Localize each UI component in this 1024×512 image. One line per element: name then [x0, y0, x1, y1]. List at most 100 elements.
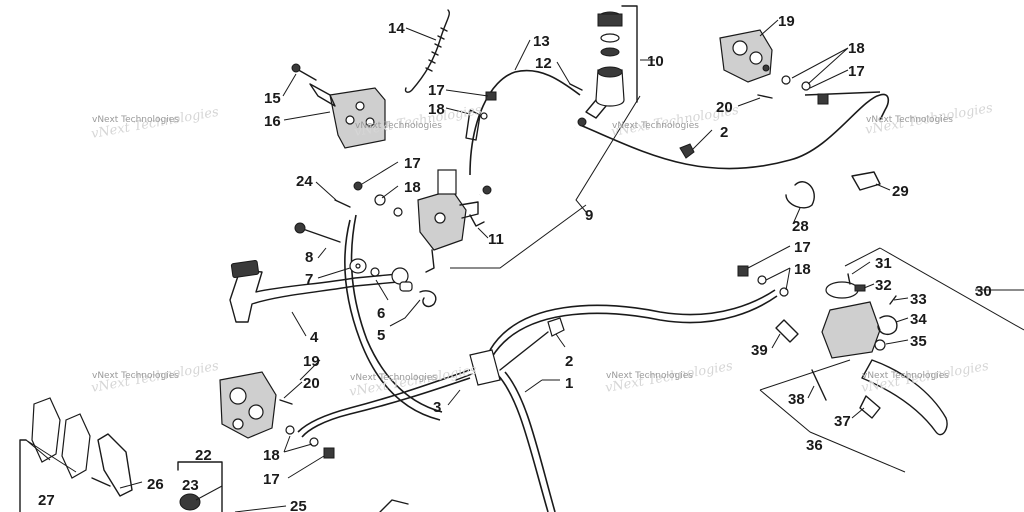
callout-27: 27: [38, 492, 55, 509]
washer-7-hole: [355, 263, 361, 269]
callout-11: 11: [488, 231, 504, 248]
callout-1: 1: [565, 375, 573, 392]
lead-2-lower: [555, 333, 566, 348]
callout-17-b: 17: [404, 155, 421, 172]
lead-17-b: [361, 161, 399, 185]
lead-7: [317, 267, 351, 279]
lead-17-a: [445, 89, 489, 97]
bracket-plate: [329, 87, 386, 149]
washer-18-g: [779, 287, 789, 297]
bracket-27: [19, 439, 27, 512]
callout-7: 7: [305, 271, 313, 288]
lead-34: [895, 317, 909, 323]
lead-19-a: [759, 19, 779, 37]
arrow-fwd: [379, 499, 409, 512]
lead-16: [283, 111, 331, 121]
callout-18-e: 18: [263, 447, 280, 464]
pin-6: [399, 281, 413, 292]
callout-39: 39: [751, 342, 768, 359]
lead-35: [885, 339, 909, 345]
callout-18-d: 18: [794, 261, 811, 278]
lead-18-a: [445, 107, 471, 115]
lead-28: [792, 207, 801, 225]
callout-31: 31: [875, 255, 892, 272]
watermark-3: vNext Technologies: [612, 121, 699, 131]
lead-24: [315, 181, 337, 201]
lead-17-c: [809, 69, 849, 89]
brake-lines: [297, 69, 890, 512]
master-neck: [437, 169, 457, 195]
lead-18-b: [381, 185, 399, 199]
reservoir-cap-body: [597, 13, 623, 27]
callout-24: 24: [296, 173, 313, 190]
line-right-caliper: [579, 93, 890, 170]
line-down: [344, 219, 441, 421]
ring-28: [785, 181, 815, 209]
callout-28: 28: [792, 218, 809, 235]
bolt-8-head: [294, 222, 306, 234]
watermark-4: vNext Technologies: [866, 115, 953, 125]
callout-26: 26: [147, 476, 164, 493]
lead-13: [514, 39, 531, 71]
screw-12: [569, 83, 583, 91]
bolt-20-upper: [757, 94, 773, 99]
callout-17-a: 17: [428, 82, 445, 99]
line-1: [497, 374, 549, 512]
bolt-8: [294, 222, 341, 243]
nut-2-upper: [679, 143, 695, 159]
clip-6: [370, 267, 380, 277]
caliper-lower-piston-1: [229, 387, 247, 405]
washer-18-b: [393, 207, 403, 217]
hand-master-cap: [825, 281, 859, 299]
lead-31: [851, 261, 871, 275]
lead-39: [771, 333, 781, 349]
washer-18-h: [285, 425, 295, 435]
junction-block: [469, 349, 501, 386]
lead-3: [447, 389, 461, 406]
lead-18-e: [283, 435, 313, 453]
callout-16: 16: [264, 113, 281, 130]
caliper-upper: [719, 29, 829, 105]
bracket-hole-1: [345, 115, 355, 125]
washer-18-i: [309, 437, 319, 447]
callout-20-a: 20: [716, 99, 733, 116]
feed-hose-inner: [478, 126, 576, 196]
callout-2-upper: 2: [720, 124, 728, 141]
watermark-5: vNext Technologies: [92, 371, 179, 381]
caliper-lower-piston-3: [232, 418, 244, 430]
reservoir: [585, 5, 638, 119]
pads-brackets: [19, 397, 409, 512]
bracket-hole-3: [365, 117, 375, 127]
lead-5: [389, 299, 421, 327]
bolt-17-e: [323, 447, 335, 459]
callout-19-b: 19: [303, 353, 320, 370]
line-to-handbrake: [489, 289, 776, 351]
callout-38: 38: [788, 391, 805, 408]
callout-18-a: 18: [428, 101, 445, 118]
watermark-6: vNext Technologies: [350, 373, 437, 383]
callout-23: 23: [182, 477, 199, 494]
line-lower-caliper-2: [301, 377, 471, 438]
reservoir-top: [597, 66, 623, 78]
callout-20-b: 20: [303, 375, 320, 392]
washer-18-f: [757, 275, 767, 285]
line-to-handbrake-2: [491, 295, 778, 358]
callout-22: 22: [195, 447, 212, 464]
clamp-34: [877, 315, 898, 336]
line-caliper-short: [804, 91, 881, 96]
callout-25: 25: [290, 498, 307, 512]
caliper-lower: [219, 371, 335, 459]
callout-15: 15: [264, 90, 281, 107]
line-1b: [504, 371, 556, 512]
switch-38: [811, 369, 827, 401]
line-lower-caliper: [297, 369, 471, 433]
lead-25: [234, 505, 287, 512]
switch-39: [775, 319, 799, 343]
lead-12: [556, 61, 571, 85]
callout-30: 30: [975, 283, 992, 300]
washer-18-c: [480, 112, 488, 120]
pad-27-b: [61, 413, 91, 479]
bracket-tab: [309, 83, 336, 107]
watermark-7: vNext Technologies: [606, 371, 693, 381]
bolt-8-shank: [299, 227, 341, 243]
